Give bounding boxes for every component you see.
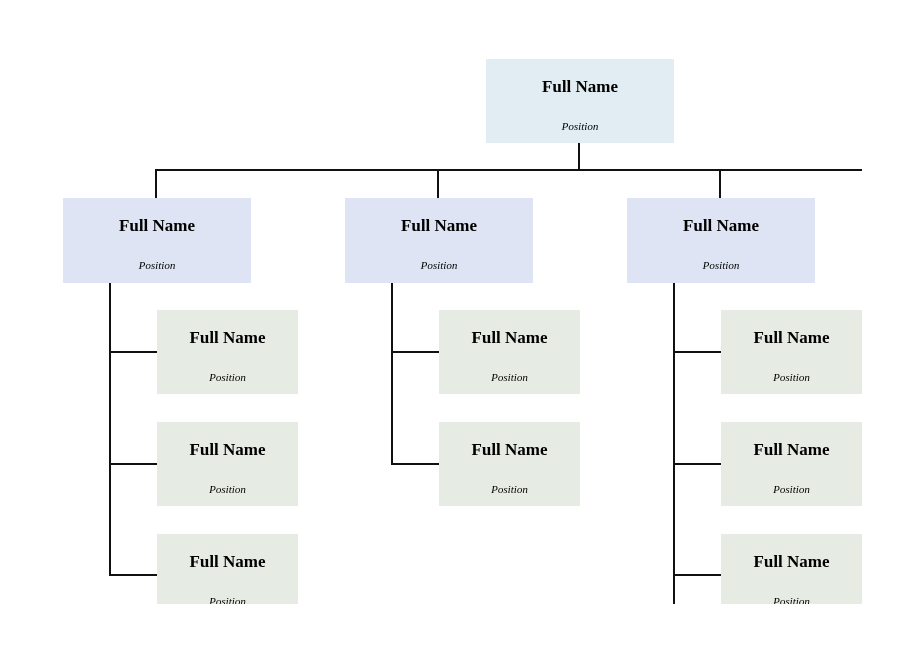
root-node: Full Name Position — [486, 59, 674, 143]
node-name: Full Name — [189, 328, 266, 347]
node-position: Position — [209, 596, 246, 604]
report-branch — [673, 463, 721, 465]
report-node: Full Name Position — [721, 534, 862, 604]
report-branch — [391, 463, 439, 465]
report-spine-3 — [673, 283, 675, 604]
report-node: Full Name Position — [157, 310, 298, 394]
report-node: Full Name Position — [721, 422, 862, 506]
node-position: Position — [209, 484, 246, 496]
report-branch — [391, 351, 439, 353]
report-branch — [109, 463, 157, 465]
org-chart-viewport: Full Name Position Full Name Position Fu… — [63, 59, 862, 604]
report-node: Full Name Position — [157, 422, 298, 506]
root-connector — [578, 143, 580, 171]
manager-node-1: Full Name Position — [63, 198, 251, 283]
manager-connector-3 — [719, 169, 721, 198]
node-name: Full Name — [400, 216, 478, 235]
node-name: Full Name — [753, 328, 830, 347]
report-branch — [109, 351, 157, 353]
node-name: Full Name — [471, 328, 548, 347]
report-branch — [673, 351, 721, 353]
node-position: Position — [773, 372, 810, 384]
horizontal-connector — [155, 169, 862, 171]
node-name: Full Name — [118, 216, 196, 235]
node-position: Position — [561, 121, 599, 133]
node-position: Position — [209, 372, 246, 384]
node-position: Position — [420, 260, 458, 272]
report-spine-2 — [391, 283, 393, 465]
node-name: Full Name — [189, 552, 266, 571]
report-node: Full Name Position — [439, 310, 580, 394]
node-position: Position — [138, 260, 176, 272]
report-spine-1 — [109, 283, 111, 576]
node-name: Full Name — [471, 440, 548, 459]
report-branch — [109, 574, 157, 576]
node-position: Position — [491, 372, 528, 384]
node-name: Full Name — [753, 440, 830, 459]
manager-connector-2 — [437, 169, 439, 198]
report-node: Full Name Position — [721, 310, 862, 394]
manager-node-2: Full Name Position — [345, 198, 533, 283]
manager-node-3: Full Name Position — [627, 198, 815, 283]
node-position: Position — [773, 484, 810, 496]
node-name: Full Name — [541, 77, 619, 96]
node-position: Position — [773, 596, 810, 604]
node-position: Position — [491, 484, 528, 496]
node-name: Full Name — [189, 440, 266, 459]
node-name: Full Name — [682, 216, 760, 235]
report-branch — [673, 574, 721, 576]
report-node: Full Name Position — [157, 534, 298, 604]
manager-connector-1 — [155, 169, 157, 198]
report-node: Full Name Position — [439, 422, 580, 506]
node-position: Position — [702, 260, 740, 272]
node-name: Full Name — [753, 552, 830, 571]
